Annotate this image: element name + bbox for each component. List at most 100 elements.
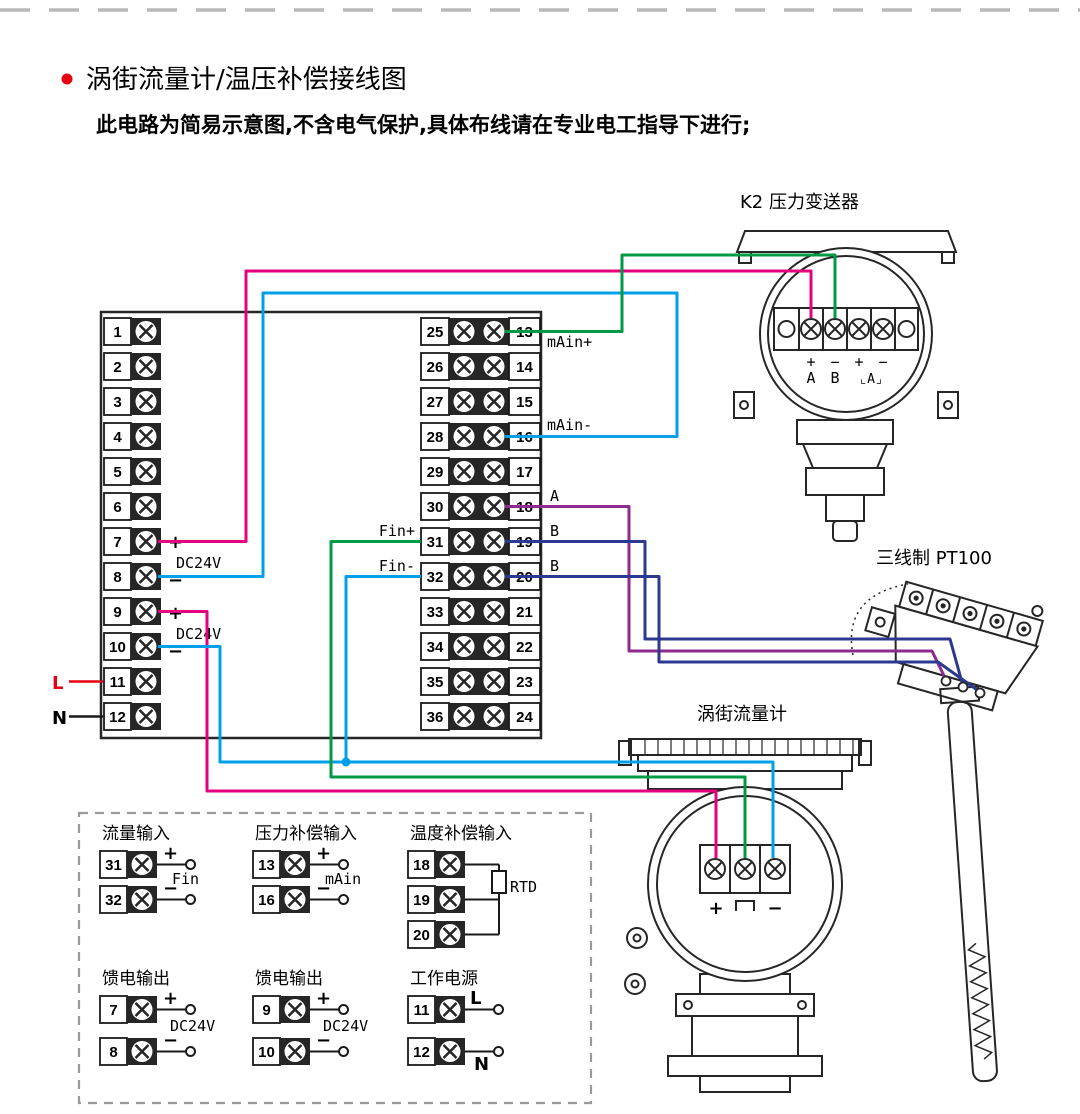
screw-terminal-icon — [129, 526, 163, 557]
screw-terminal-icon — [278, 849, 312, 880]
screw-terminal-icon — [704, 858, 726, 880]
svg-text:A: A — [806, 369, 815, 387]
terminal-row: 10 — [103, 631, 163, 662]
svg-text:15: 15 — [516, 394, 533, 411]
io-labels: mAin+ mAin- A B B Fin+ Fin- — [379, 333, 592, 575]
svg-text:22: 22 — [516, 639, 533, 656]
screw-terminal-icon — [125, 994, 159, 1025]
screw-terminal-icon — [129, 666, 163, 697]
pt100-head — [864, 580, 1045, 712]
wire-rtd-b2-to-pt100 — [505, 575, 981, 694]
legend-feed-output-2: 馈电输出 9 10 + − DC24V — [252, 969, 368, 1067]
svg-text:−: − — [316, 878, 331, 899]
pt100-terminal-a — [940, 675, 952, 687]
svg-text:−: − — [163, 878, 178, 899]
svg-text:6: 6 — [113, 499, 121, 516]
svg-text:−: − — [316, 1030, 331, 1051]
svg-text:7: 7 — [109, 1002, 117, 1019]
svg-text:10: 10 — [109, 639, 126, 656]
wires — [158, 253, 981, 858]
screw-terminal-icon — [477, 421, 511, 452]
screw-terminal-icon — [433, 849, 467, 880]
svg-text:29: 29 — [427, 464, 444, 481]
svg-text:1: 1 — [113, 324, 121, 341]
screw-terminal-icon — [278, 994, 312, 1025]
screw-terminal-icon — [734, 858, 756, 880]
svg-text:馈电输出: 馈电输出 — [102, 969, 170, 989]
mains-labels: L N — [52, 673, 103, 729]
wire-junction-dot — [341, 757, 351, 767]
screw-terminal-icon — [447, 631, 481, 662]
svg-text:−: − — [767, 898, 782, 919]
svg-text:19: 19 — [413, 892, 430, 909]
svg-text:工作电源: 工作电源 — [410, 969, 478, 989]
pressure-transmitter: K2 压力变送器 + − + − A — [733, 192, 959, 542]
supply-labels: + DC24V − + DC24V − — [168, 532, 221, 662]
wire-dc24v2-plus-to-flowmeter — [158, 610, 718, 858]
svg-text:33: 33 — [427, 604, 444, 621]
svg-text:10: 10 — [258, 1044, 275, 1061]
svg-text:流量输入: 流量输入 — [102, 824, 170, 844]
screw-terminal-icon — [872, 318, 894, 340]
screw-terminal-icon — [477, 456, 511, 487]
screw-terminal-icon — [477, 596, 511, 627]
svg-text:27: 27 — [427, 394, 444, 411]
svg-text:mAin: mAin — [325, 870, 361, 888]
screw-terminal-icon — [129, 561, 163, 592]
screw-terminal-icon — [447, 596, 481, 627]
svg-text:31: 31 — [427, 534, 444, 551]
screw-terminal-icon — [447, 561, 481, 592]
legend-flow-input: 流量输入 31 32 + − Fin — [99, 824, 199, 915]
wire-fin-minus-branch — [344, 575, 421, 762]
svg-text:18: 18 — [413, 857, 430, 874]
screw-terminal-icon — [477, 526, 511, 557]
svg-text:DC24V: DC24V — [176, 554, 221, 572]
svg-text:11: 11 — [414, 1002, 430, 1019]
bullet-icon — [61, 73, 73, 85]
svg-text:馈电输出: 馈电输出 — [255, 969, 323, 989]
svg-text:B: B — [830, 369, 839, 387]
screw-terminal-icon — [129, 491, 163, 522]
svg-text:9: 9 — [262, 1002, 270, 1019]
transmitter-terminal-labels: + − + − A B ⌞A⌟ — [806, 353, 887, 387]
legend-working-power: 工作电源 11 12 L N — [407, 969, 504, 1075]
svg-text:Fin: Fin — [172, 870, 199, 888]
screw-terminal-icon — [477, 701, 511, 732]
svg-text:8: 8 — [109, 1044, 117, 1061]
pulse-symbol-icon — [735, 900, 755, 911]
screw-terminal-icon — [848, 318, 870, 340]
screw-terminal-icon — [824, 318, 846, 340]
screw-terminal-icon — [477, 351, 511, 382]
svg-text:16: 16 — [258, 892, 275, 909]
svg-text:⌞A⌟: ⌞A⌟ — [859, 372, 882, 387]
svg-text:14: 14 — [516, 359, 533, 376]
svg-text:12: 12 — [109, 709, 126, 726]
svg-text:35: 35 — [427, 674, 444, 691]
svg-text:7: 7 — [113, 534, 121, 551]
wire-fin-plus-to-flowmeter — [329, 540, 747, 858]
screw-terminal-icon — [129, 421, 163, 452]
screw-terminal-icon — [477, 631, 511, 662]
wire-rtd-b1-to-pt100 — [505, 540, 965, 687]
svg-text:−: − — [878, 353, 887, 371]
svg-text:B: B — [550, 557, 559, 575]
terminal-row: 8 — [103, 561, 163, 592]
screw-terminal-icon — [447, 526, 481, 557]
svg-text:2: 2 — [113, 359, 121, 376]
left-terminal-column: 1 2 3 4 5 6 7 8 9 10 11 12 — [103, 316, 163, 732]
legend-pressure-input: 压力补偿输入 13 16 + − mAin — [252, 824, 361, 915]
svg-text:L: L — [470, 988, 481, 1009]
svg-text:36: 36 — [427, 709, 444, 726]
svg-text:+: + — [854, 353, 863, 371]
svg-text:−: − — [830, 353, 839, 371]
pt100-terminal-b2 — [974, 687, 986, 699]
pt100-probe — [939, 685, 998, 1083]
svg-text:Fin+: Fin+ — [379, 522, 415, 540]
